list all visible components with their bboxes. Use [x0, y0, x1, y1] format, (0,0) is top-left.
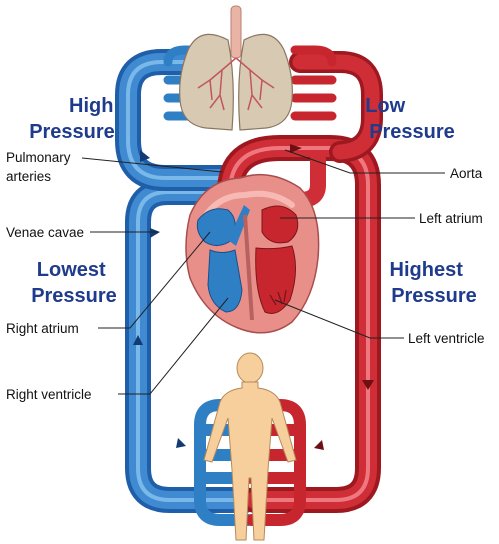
left-atrium-chamber: [262, 206, 298, 243]
venae-cavae-label: Venae cavae: [6, 225, 84, 240]
trachea: [231, 6, 241, 58]
arrow-venae-cavae: [150, 228, 160, 238]
lungs-illustration: [180, 6, 293, 130]
left-ventricle-label: Left ventricle: [408, 331, 485, 346]
lowest-pressure-label: Lowest Pressure: [31, 259, 117, 307]
pulmonary-arteries-line1: Pulmonary: [6, 150, 71, 165]
pulmonary-arteries-label: Pulmonary arteries: [6, 150, 74, 184]
lowest-pressure-line2: Pressure: [31, 285, 117, 307]
high-pressure-line2: Pressure: [29, 121, 115, 143]
right-atrium-label: Right atrium: [6, 321, 79, 336]
body-head: [237, 353, 263, 383]
arrow-body-artery-bottom: [314, 440, 324, 450]
arrow-body-vein-bottom: [176, 438, 186, 448]
highest-pressure-line2: Pressure: [391, 285, 477, 307]
lowest-pressure-line1: Lowest: [37, 259, 106, 281]
low-pressure-line2: Pressure: [369, 121, 455, 143]
high-pressure-line1: High: [69, 95, 113, 117]
aorta-label: Aorta: [450, 166, 483, 181]
low-pressure-line1: Low: [365, 95, 405, 117]
high-pressure-label: High Pressure: [29, 95, 119, 143]
pulmonary-arteries-line2: arteries: [6, 169, 51, 184]
highest-pressure-label: Highest Pressure: [390, 259, 477, 307]
right-ventricle-label: Right ventricle: [6, 387, 92, 402]
left-atrium-label: Left atrium: [419, 211, 483, 226]
highest-pressure-line1: Highest: [390, 259, 464, 281]
